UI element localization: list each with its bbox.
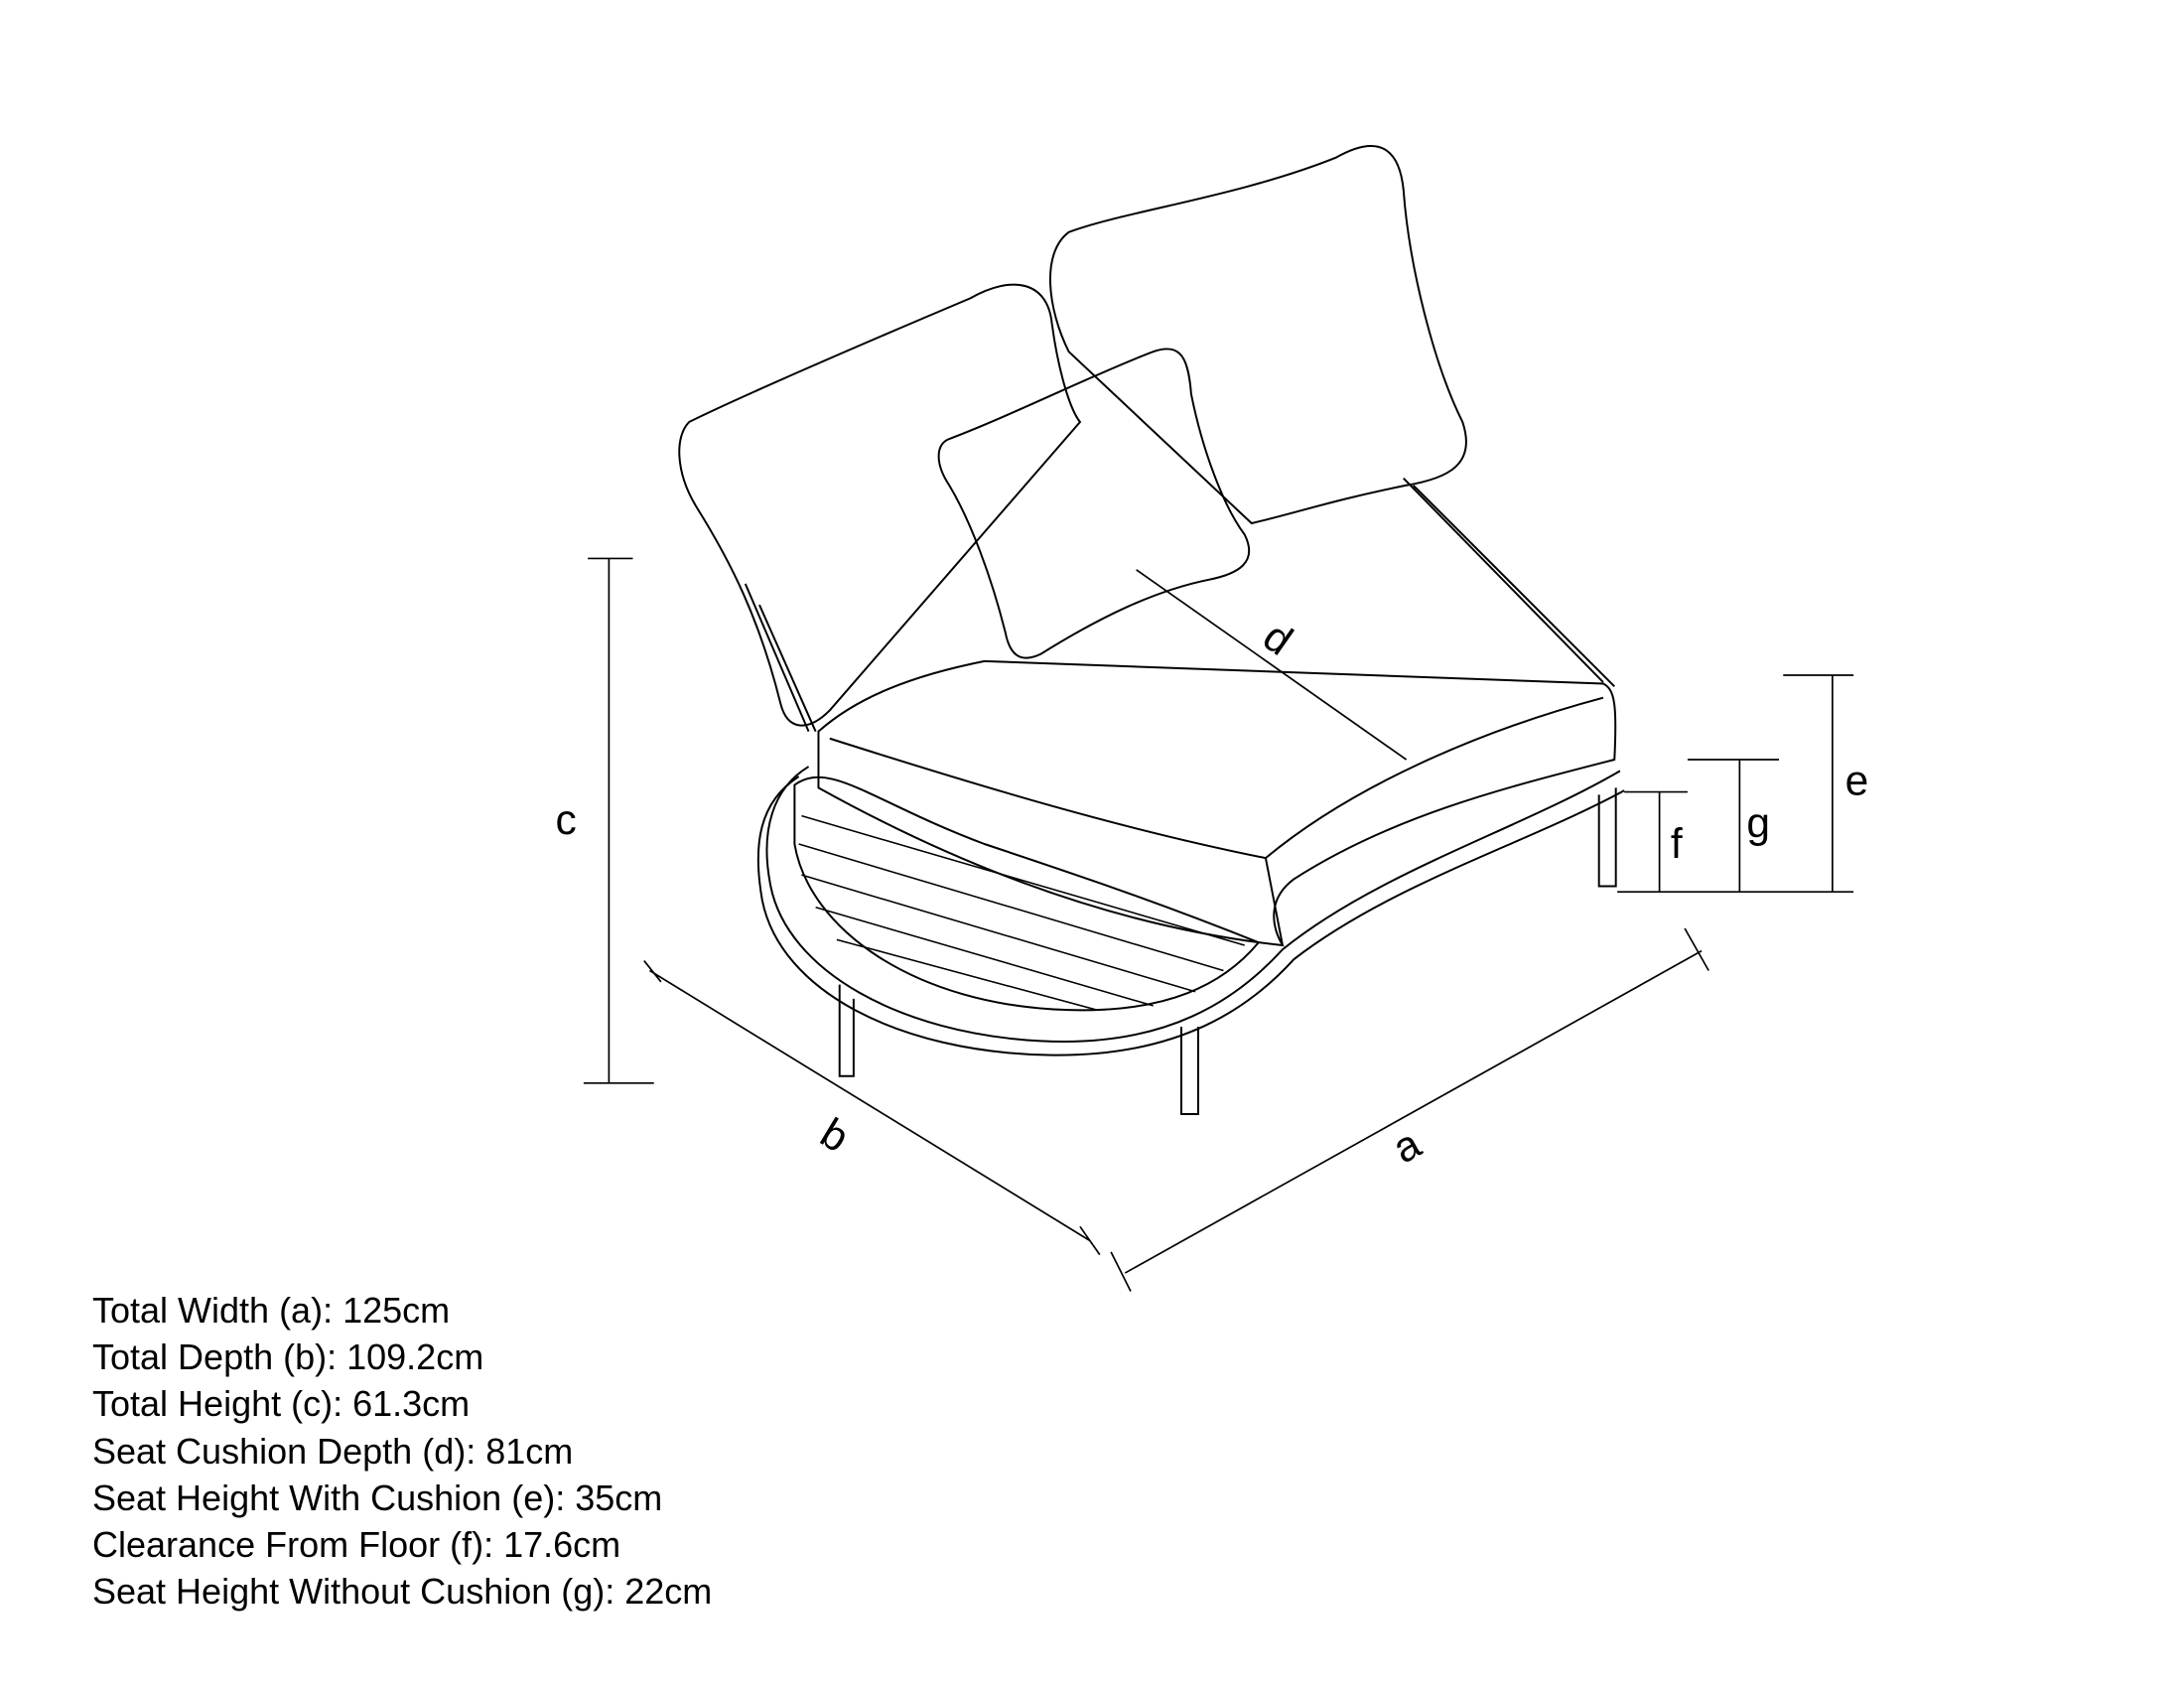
label-g: g [1746,800,1770,847]
label-a: a [1386,1120,1430,1173]
spec-seat-height-with-cushion: Seat Height With Cushion (e): 35cm [92,1477,663,1518]
label-f: f [1671,821,1683,868]
spec-seat-cushion-depth: Seat Cushion Depth (d): 81cm [92,1430,574,1472]
back-cushion-right [1049,145,1467,525]
seat-cushion [817,659,1617,947]
leg [838,984,855,1077]
dimension-spec-list: Total Width (a): 125cm Total Depth (b): … [92,1287,712,1615]
leg [1179,1027,1199,1115]
spec-clearance-from-floor: Clearance From Floor (f): 17.6cm [92,1524,621,1566]
label-b: b [812,1110,856,1162]
sofa-outline [678,145,1625,1115]
dimension-lines [583,557,1854,1292]
spec-total-width: Total Width (a): 125cm [92,1290,451,1331]
leg [1597,787,1617,888]
base-frame [765,766,1621,1043]
spec-seat-height-without-cushion: Seat Height Without Cushion (g): 22cm [92,1571,713,1613]
back-cushion-left [678,283,1082,727]
throw-pillow [937,348,1251,659]
slats [798,814,1245,1011]
label-c: c [556,797,577,844]
spec-total-height: Total Height (c): 61.3cm [92,1383,471,1425]
label-e: e [1845,758,1869,804]
spec-total-depth: Total Depth (b): 109.2cm [92,1336,484,1378]
